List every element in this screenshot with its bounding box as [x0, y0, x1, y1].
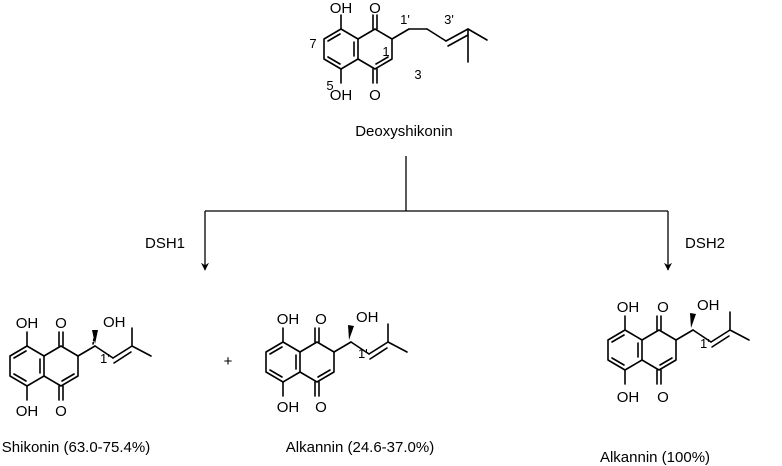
alkannin-structure: OH OH O O OH 1'	[607, 297, 750, 406]
hydroxyl-label: OH	[16, 403, 39, 420]
hydroxyl-label: OH	[330, 87, 353, 104]
alkannin-caption: Alkannin (24.6-37.0%)	[286, 439, 434, 456]
position-1prime-label: 1'	[700, 336, 710, 351]
position-3prime-label: 3'	[444, 12, 454, 27]
carbonyl-oxygen-label: O	[315, 311, 327, 328]
hydroxyl-label: OH	[277, 311, 300, 328]
position-3-label: 3	[414, 67, 421, 82]
plus-sign: +	[224, 353, 233, 370]
position-1prime-label: 1'	[358, 346, 368, 361]
deoxyshikonin-caption: Deoxyshikonin	[355, 123, 453, 140]
deoxyshikonin-structure: OH OH O O 7 5 1 3 1' 3'	[309, 0, 488, 104]
alkannin-100-caption: Alkannin (100%)	[600, 449, 710, 466]
carbonyl-oxygen-label: O	[55, 315, 67, 332]
carbonyl-oxygen-label: O	[369, 87, 381, 104]
position-1-label: 1	[382, 44, 389, 59]
position-7-label: 7	[309, 36, 316, 51]
enzyme-dsh1-label: DSH1	[145, 235, 185, 252]
carbonyl-oxygen-label: O	[55, 403, 67, 420]
carbonyl-oxygen-label: O	[657, 389, 669, 406]
shikonin-caption: Shikonin (63.0-75.4%)	[2, 439, 150, 456]
enzyme-dsh2-label: DSH2	[685, 235, 725, 252]
hydroxyl-label: OH	[16, 315, 39, 332]
side-chain-hydroxyl-label: OH	[697, 297, 720, 314]
carbonyl-oxygen-label: O	[315, 399, 327, 416]
side-chain-hydroxyl-label: OH	[103, 314, 126, 331]
position-5-label: 5	[326, 78, 333, 93]
hydroxyl-label: OH	[330, 0, 353, 17]
alkannin-structure: OH OH O O OH 1'	[265, 309, 408, 416]
position-1prime-label: 1'	[100, 351, 110, 366]
carbonyl-oxygen-label: O	[657, 299, 669, 316]
side-chain-hydroxyl-label: OH	[356, 309, 379, 326]
carbonyl-oxygen-label: O	[369, 0, 381, 17]
hydroxyl-label: OH	[617, 389, 640, 406]
shikonin-structure: OH OH O O OH 1'	[9, 314, 152, 420]
reaction-arrows	[201, 156, 672, 271]
position-1prime-label: 1'	[400, 12, 410, 27]
hydroxyl-label: OH	[277, 399, 300, 416]
hydroxyl-label: OH	[617, 299, 640, 316]
